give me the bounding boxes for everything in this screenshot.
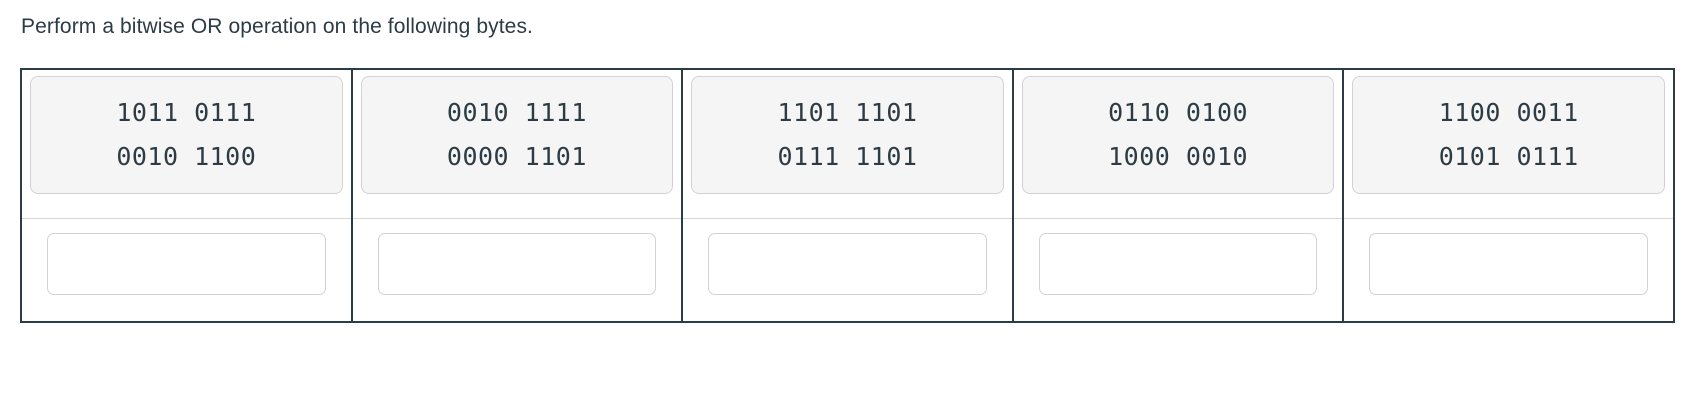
answer-cell [21,218,353,322]
operand-cell: 0110 0100 1000 0010 [1011,69,1345,219]
byte-card: 1101 1101 0111 1101 [691,76,1004,194]
operand-top-line: 0010 1111 [446,98,587,127]
question-prompt: Perform a bitwise OR operation on the fo… [21,15,533,38]
answer-cell [681,218,1014,322]
operand-bottom-line: 0101 0111 [1438,142,1579,171]
answer-input-5[interactable] [1369,233,1648,295]
operand-top-line: 0110 0100 [1108,98,1249,127]
answer-wrapper [683,219,1012,295]
operand-cell: 0010 1111 0000 1101 [350,69,684,219]
answer-cell [1011,218,1345,322]
answer-input-3[interactable] [708,233,987,295]
answer-input-2[interactable] [377,233,657,295]
answer-wrapper [1014,219,1343,295]
answer-cell [1342,218,1674,322]
answer-wrapper [1344,219,1673,295]
byte-card: 1100 0011 0101 0111 [1352,76,1665,194]
operands-row: 1011 0111 0010 1100 0010 1111 0000 1101 … [21,69,1674,219]
answers-row [21,218,1674,322]
answer-input-1[interactable] [47,233,326,295]
answer-wrapper [353,219,682,295]
operand-cell: 1011 0111 0010 1100 [21,69,353,219]
byte-card: 1011 0111 0010 1100 [30,76,343,194]
operand-cell: 1101 1101 0111 1101 [681,69,1014,219]
answer-wrapper [22,219,351,295]
operand-cell: 1100 0011 0101 0111 [1342,69,1674,219]
operand-bottom-line: 0000 1101 [446,142,587,171]
answer-input-4[interactable] [1038,233,1318,295]
operand-top-line: 1011 0111 [116,98,257,127]
operand-top-line: 1101 1101 [777,98,918,127]
byte-card: 0010 1111 0000 1101 [360,76,674,194]
operand-bottom-line: 1000 0010 [1108,142,1249,171]
operand-bottom-line: 0010 1100 [116,142,257,171]
operand-bottom-line: 0111 1101 [777,142,918,171]
bitwise-or-table: 1011 0111 0010 1100 0010 1111 0000 1101 … [20,68,1675,323]
answer-cell [350,218,684,322]
operand-top-line: 1100 0011 [1438,98,1579,127]
byte-card: 0110 0100 1000 0010 [1021,76,1335,194]
